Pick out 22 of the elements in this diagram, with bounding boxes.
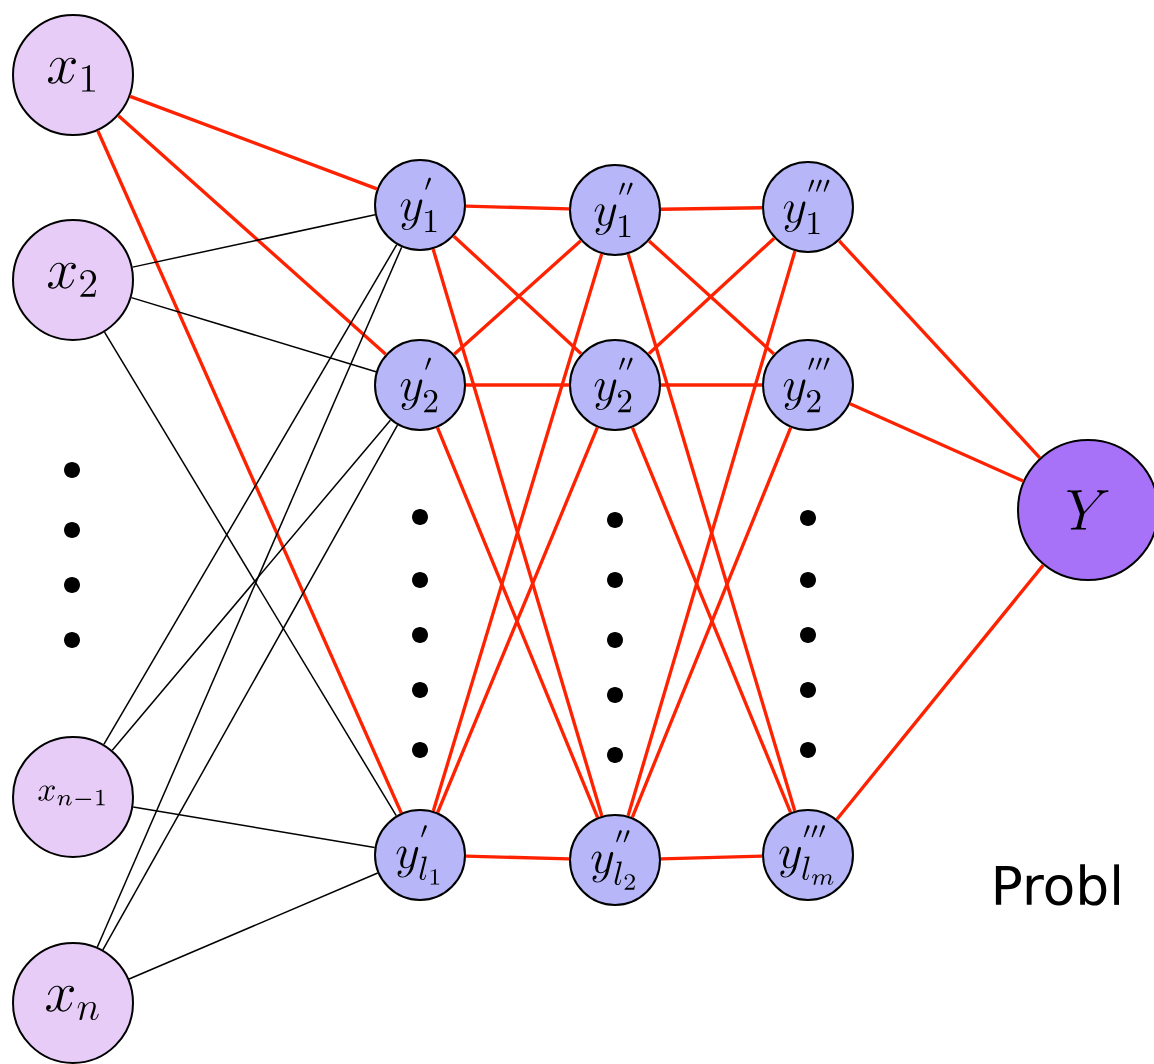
connection-line bbox=[849, 402, 1024, 483]
connection-line bbox=[130, 296, 377, 373]
connection-line bbox=[103, 243, 398, 746]
connection-line bbox=[129, 94, 378, 191]
connection-line bbox=[661, 383, 762, 387]
connection-line bbox=[96, 246, 403, 948]
connection-line bbox=[660, 206, 763, 211]
connection-line bbox=[660, 854, 763, 861]
connection-line bbox=[466, 383, 569, 387]
connection-line bbox=[102, 424, 399, 951]
connection-line bbox=[132, 806, 376, 849]
connection-line bbox=[131, 213, 376, 268]
connection-line bbox=[111, 419, 392, 752]
caption-text: Probl bbox=[995, 864, 1119, 906]
connection-line bbox=[128, 872, 379, 980]
connection-line bbox=[103, 331, 397, 817]
connection-line bbox=[96, 130, 403, 814]
connection-line bbox=[465, 204, 570, 211]
connection-line bbox=[465, 854, 570, 861]
connection-line bbox=[838, 239, 1042, 459]
connection-line bbox=[835, 564, 1045, 821]
connection-line bbox=[117, 114, 387, 356]
